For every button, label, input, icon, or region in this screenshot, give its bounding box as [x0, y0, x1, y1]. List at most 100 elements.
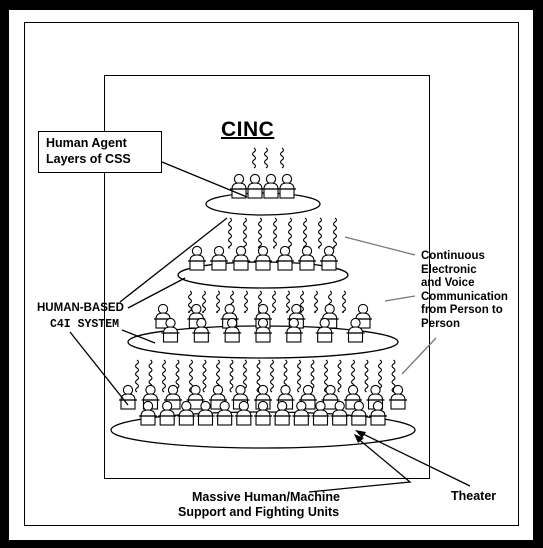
- comm-link: [242, 359, 248, 393]
- person-icon: [389, 384, 407, 410]
- leader-line: [384, 295, 416, 302]
- person-icon: [158, 400, 177, 426]
- person-icon: [346, 317, 365, 343]
- comm-link: [272, 217, 278, 249]
- comm-link: [251, 147, 257, 169]
- person-icon: [292, 400, 311, 426]
- comm-link: [313, 290, 319, 313]
- communication-links: [134, 147, 396, 393]
- person-icon: [230, 173, 248, 199]
- person-icon: [246, 173, 264, 199]
- comm-link: [242, 217, 248, 249]
- comm-link: [337, 359, 342, 393]
- leader-line: [344, 236, 416, 256]
- leader-line: [121, 329, 156, 344]
- person-icon: [278, 173, 296, 199]
- note-line: Electronic: [421, 263, 477, 276]
- person-icon: [254, 245, 272, 271]
- comm-link: [243, 290, 249, 313]
- person-icon: [262, 173, 280, 199]
- comm-link: [201, 290, 207, 313]
- person-icon: [186, 384, 205, 410]
- person-icon: [192, 317, 211, 343]
- person-icon: [254, 400, 272, 426]
- note-line: Communication: [421, 290, 508, 303]
- comm-link: [310, 359, 315, 393]
- person-icon: [232, 245, 250, 271]
- comm-link: [279, 147, 285, 169]
- tier-layers: [110, 173, 416, 449]
- comm-link: [263, 147, 269, 169]
- theater-frame: [104, 75, 430, 479]
- comm-link: [202, 359, 207, 393]
- comm-link: [296, 359, 302, 393]
- person-icon: [188, 245, 206, 271]
- tier-1: [205, 173, 321, 216]
- note-line: Person: [421, 317, 460, 330]
- comm-link: [341, 290, 347, 313]
- comm-link: [287, 217, 293, 249]
- person-icon: [210, 245, 228, 271]
- person-icon: [161, 317, 180, 343]
- comm-link: [229, 359, 234, 393]
- arrowhead: [354, 434, 364, 443]
- leader-line: [69, 331, 129, 406]
- comm-link: [227, 217, 233, 249]
- comm-link: [269, 359, 275, 393]
- comm-link: [134, 359, 140, 393]
- comm-link: [364, 359, 369, 393]
- leader-line: [119, 217, 228, 303]
- person-icon: [369, 400, 387, 426]
- cinc-label: CINC: [221, 118, 275, 141]
- comm-link: [332, 217, 338, 249]
- comm-link: [187, 290, 193, 313]
- arrowhead: [355, 430, 366, 438]
- comm-link: [299, 290, 305, 313]
- leader-line: [161, 161, 248, 198]
- person-icon: [209, 384, 227, 410]
- person-icon: [254, 317, 272, 343]
- leader-line: [356, 430, 471, 487]
- comm-link: [285, 290, 291, 313]
- comm-link: [215, 290, 221, 313]
- theater-label: Theater: [451, 489, 497, 503]
- comm-link: [175, 359, 180, 393]
- leader-line: [401, 337, 437, 375]
- leader-line: [308, 436, 412, 493]
- person-icon: [276, 245, 294, 271]
- leader-line: [127, 277, 186, 309]
- note-line: and Voice: [421, 277, 475, 289]
- comm-link: [317, 217, 323, 249]
- person-icon: [311, 400, 330, 426]
- note-line: from Person to: [421, 304, 503, 316]
- tier-3: [127, 303, 399, 359]
- person-icon: [234, 400, 253, 426]
- comm-link: [161, 359, 167, 393]
- person-icon: [315, 317, 334, 343]
- person-icon: [320, 245, 338, 271]
- comm-link: [257, 217, 263, 249]
- person-icon: [298, 245, 316, 271]
- note-line: Continuous: [421, 250, 485, 262]
- comm-link: [377, 359, 383, 393]
- person-icon: [349, 400, 368, 426]
- person-icon: [177, 400, 196, 426]
- communication-note: Continuous Electronic and Voice Communic…: [421, 250, 508, 331]
- units-label-line2: Support and Fighting Units: [178, 505, 340, 519]
- person-icon: [164, 384, 182, 410]
- person-icon: [215, 400, 234, 426]
- system-label-line2: C4I SYSTEM: [50, 318, 120, 331]
- leader-lines: [69, 161, 471, 493]
- tier-2: [177, 245, 349, 289]
- person-icon: [299, 384, 317, 410]
- person-icon: [223, 317, 242, 343]
- tier-4: [110, 384, 416, 449]
- person-icon: [354, 303, 372, 329]
- person-icon: [154, 303, 172, 329]
- comm-link: [271, 290, 277, 313]
- layers-box-line: Human Agent: [46, 136, 127, 150]
- person-icon: [330, 400, 349, 426]
- tier-platform: [205, 192, 321, 216]
- comm-link: [302, 217, 308, 249]
